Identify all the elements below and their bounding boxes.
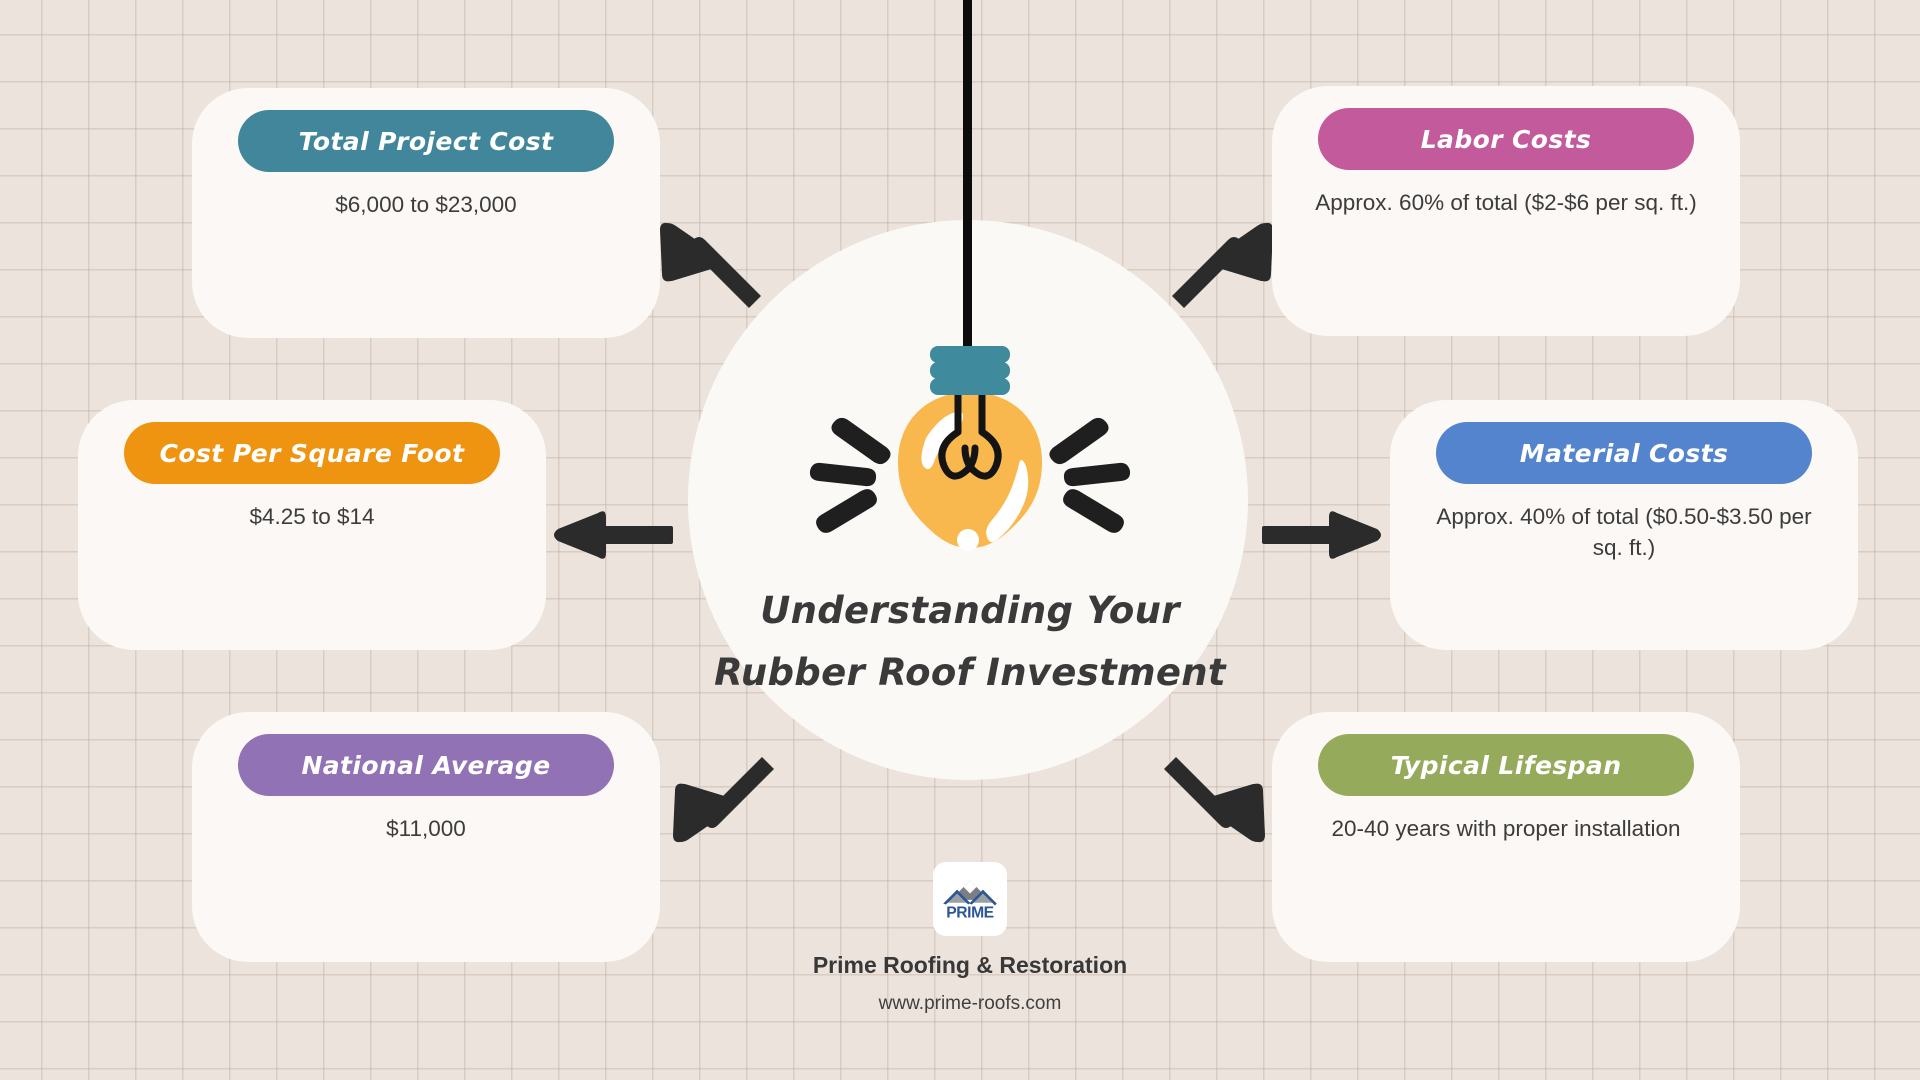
page-title-line-2: Rubber Roof Investment [714,651,1226,694]
card-typical-lifespan[interactable]: Typical Lifespan 20-40 years with proper… [1272,712,1740,962]
arrow-right-icon [1262,505,1387,565]
card-label-labor-costs: Labor Costs [1318,108,1694,170]
card-label-typical-lifespan: Typical Lifespan [1318,734,1694,796]
arrow-up-left-icon [655,215,765,315]
arrow-left-icon [548,505,673,565]
card-description-labor-costs: Approx. 60% of total ($2-$6 per sq. ft.) [1315,190,1697,215]
card-description-typical-lifespan: 20-40 years with proper installation [1331,816,1681,841]
card-material-costs[interactable]: Material Costs Approx. 40% of total ($0.… [1390,400,1858,650]
page-title: Understanding Your Rubber Roof Investmen… [700,580,1240,704]
card-label-total-project-cost: Total Project Cost [238,110,614,172]
card-label-cost-per-square-foot: Cost Per Square Foot [124,422,500,484]
card-total-project-cost[interactable]: Total Project Cost $6,000 to $23,000 [192,88,660,338]
arrow-down-left-icon [668,750,778,850]
card-description-material-costs: Approx. 40% of total ($0.50-$3.50 per sq… [1436,504,1812,560]
card-label-material-costs: Material Costs [1436,422,1812,484]
arrow-up-right-icon [1168,215,1278,315]
footer-website-url: www.prime-roofs.com [878,993,1062,1014]
card-national-average[interactable]: National Average $11,000 [192,712,660,962]
lightbulb-icon [790,340,1150,590]
logo-wordmark: PRIME [946,904,993,921]
card-labor-costs[interactable]: Labor Costs Approx. 60% of total ($2-$6 … [1272,86,1740,336]
card-description-cost-per-square-foot: $4.25 to $14 [249,504,375,529]
card-description-national-average: $11,000 [386,816,466,841]
prime-roofing-logo-icon: PRIME [933,862,1007,936]
lightbulb-cord-icon [963,0,972,362]
footer: PRIME Prime Roofing & Restoration www.pr… [760,862,1180,1015]
card-cost-per-square-foot[interactable]: Cost Per Square Foot $4.25 to $14 [78,400,546,650]
footer-company-name: Prime Roofing & Restoration [812,952,1128,978]
card-label-national-average: National Average [238,734,614,796]
arrow-down-right-icon [1160,750,1270,850]
page-title-line-1: Understanding Your [760,589,1180,632]
card-description-total-project-cost: $6,000 to $23,000 [335,192,517,217]
